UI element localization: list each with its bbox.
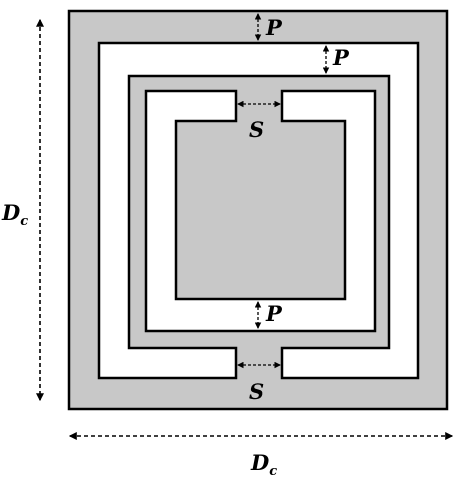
dc-horizontal-label: Dc	[250, 450, 277, 479]
outer-ring-slot	[97, 41, 420, 380]
dc-vertical-label-main: D	[1, 200, 21, 225]
dc-horizontal-label-sub: c	[269, 464, 277, 479]
inner-ring-slot	[144, 89, 377, 333]
s-bottom-label: S	[249, 379, 264, 404]
s-top-label: S	[249, 117, 264, 142]
outer-square	[67, 9, 449, 411]
dc-vertical-label: Dc	[1, 200, 28, 229]
p-bottom-label: P	[265, 301, 283, 326]
dc-horizontal-label-main: D	[250, 450, 270, 475]
p-top-label: P	[265, 15, 283, 40]
p-second-label: P	[332, 45, 350, 70]
dc-vertical-label-sub: c	[20, 214, 28, 229]
